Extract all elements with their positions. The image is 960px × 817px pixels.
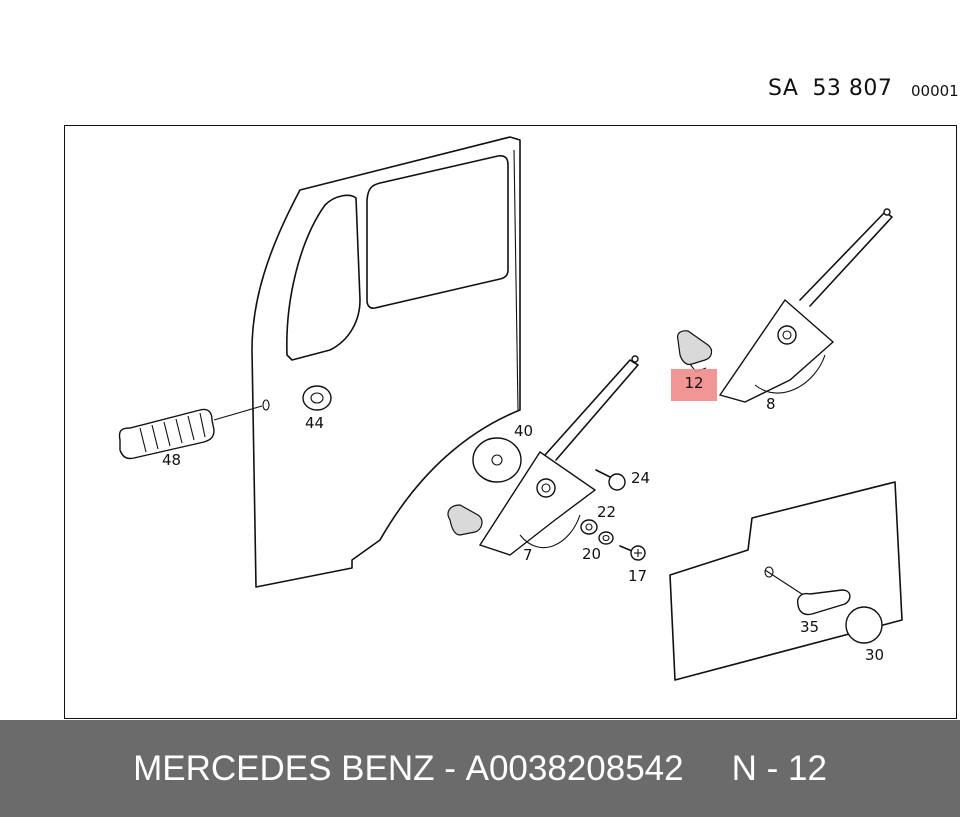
callout-8: 8 <box>766 395 776 413</box>
diagram-code-number: 53 807 <box>812 76 893 101</box>
callout-30: 30 <box>865 646 884 664</box>
washer-part <box>598 531 614 545</box>
footer-separator: - <box>434 748 466 788</box>
diagram-code-prefix: SA <box>768 76 799 101</box>
window-regulator-right <box>718 208 893 403</box>
callout-7: 7 <box>523 546 533 564</box>
screw-part <box>619 545 646 561</box>
inner-cover-panel <box>669 481 903 681</box>
pulley-part <box>472 437 522 483</box>
door-panel <box>251 136 521 588</box>
callout-48: 48 <box>162 451 181 469</box>
callout-22: 22 <box>597 503 616 521</box>
callout-35: 35 <box>800 618 819 636</box>
bolt-part <box>595 469 626 491</box>
part-number: A0038208542 <box>465 748 684 788</box>
page-code: 00001 <box>911 82 959 100</box>
window-regulator-left <box>447 355 639 556</box>
nut-part <box>580 519 598 535</box>
part-reference: N - 12 <box>731 748 827 788</box>
part-info-footer: MERCEDES BENZ - A0038208542 N - 12 <box>0 720 960 817</box>
window-motor-part <box>676 330 713 373</box>
callout-44: 44 <box>305 414 324 432</box>
cable-bellows-part <box>118 399 270 460</box>
diagram-code: SA 53 807 <box>768 76 892 101</box>
callout-17: 17 <box>628 567 647 585</box>
grommet-part <box>302 385 332 411</box>
diagram-frame <box>64 125 957 719</box>
brand-name: MERCEDES BENZ <box>133 748 435 788</box>
callout-40: 40 <box>514 422 533 440</box>
callout-24: 24 <box>631 469 650 487</box>
callout-20: 20 <box>582 545 601 563</box>
highlighted-part-marker[interactable] <box>671 369 717 401</box>
callout-12[interactable]: 12 <box>684 374 704 392</box>
